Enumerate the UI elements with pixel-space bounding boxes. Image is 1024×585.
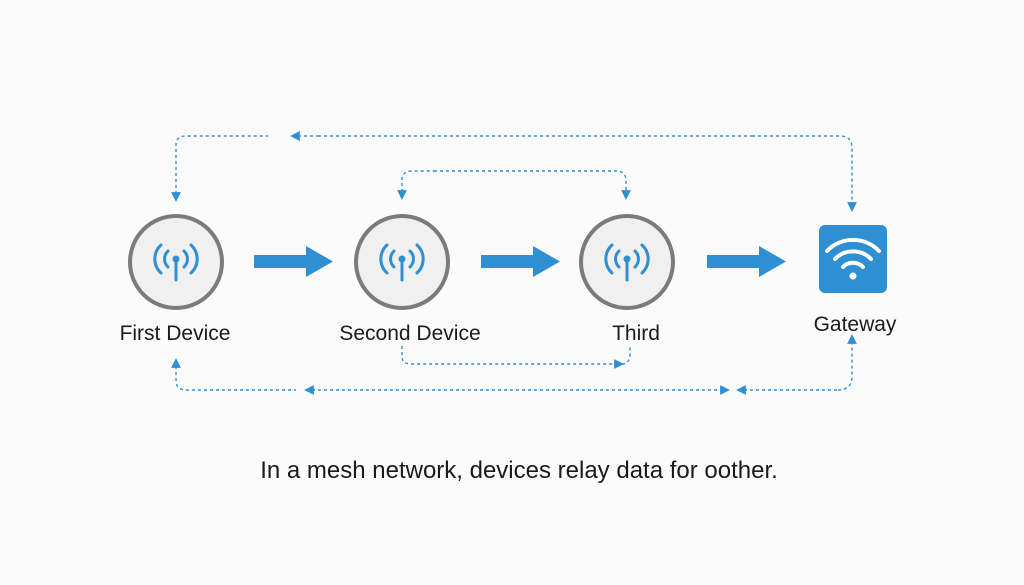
relay-arrow-1 [254, 246, 333, 277]
top-mesh-link [171, 131, 857, 212]
node-label-first-device: First Device [120, 322, 231, 345]
node-label-third: Third [612, 322, 660, 345]
diagram-caption: In a mesh network, devices relay data fo… [260, 457, 778, 484]
node-first-device [128, 214, 224, 310]
bottom-mesh-link [171, 334, 857, 395]
node-gateway [819, 225, 887, 293]
inner-bottom-link [401, 346, 631, 369]
node-second-device [354, 214, 450, 310]
inner-top-link [397, 170, 631, 200]
node-label-second-device: Second Device [339, 322, 480, 345]
relay-arrow-2 [481, 246, 560, 277]
node-label-gateway: Gateway [814, 313, 897, 336]
wifi-icon [825, 237, 881, 280]
node-third [579, 214, 675, 310]
relay-arrow-3 [707, 246, 786, 277]
